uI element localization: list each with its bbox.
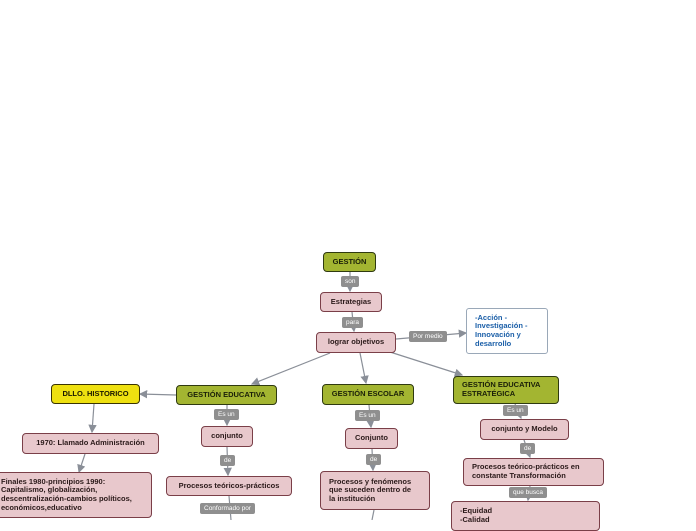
link-lograr-estrategica: [389, 351, 464, 377]
node-equidad-calidad[interactable]: -Equidad -Calidad: [451, 501, 600, 531]
link-label-de-escolar: de: [366, 454, 382, 465]
link-label-es-un-escolar: Es un: [355, 410, 380, 421]
link-label-es-un-estrategica: Es un: [503, 405, 528, 416]
node-gestion[interactable]: GESTIÓN: [323, 252, 376, 272]
link-label-que-busca: que busca: [509, 487, 547, 498]
link-historico-1970: [88, 403, 97, 434]
link-label-de-estrategica: de: [520, 443, 536, 454]
link-lograr-educativa: [250, 352, 331, 386]
node-gestion-educativa[interactable]: GESTIÓN EDUCATIVA: [176, 385, 277, 405]
link-label-por-medio: Por medio: [409, 331, 447, 342]
node-finales-1980[interactable]: Finales 1980-principios 1990: Capitalism…: [0, 472, 152, 518]
node-dllo-historico[interactable]: DLLO. HISTORICO: [51, 384, 140, 404]
node-gestion-escolar[interactable]: GESTIÓN ESCOLAR: [322, 384, 414, 405]
node-procesos-fenomenos[interactable]: Procesos y fenómenos que suceden dentro …: [320, 471, 430, 510]
node-procesos-transformacion[interactable]: Procesos teórico-prácticos en constante …: [463, 458, 604, 486]
node-conjunto-modelo[interactable]: conjunto y Modelo: [480, 419, 569, 440]
node-conjunto-escolar[interactable]: Conjunto: [345, 428, 398, 449]
link-label-conformado-por: Conformado por: [200, 503, 255, 514]
link-label-para: para: [342, 317, 364, 328]
node-lograr-objetivos[interactable]: lograr objetivos: [316, 332, 396, 353]
link-fenomenos-down: [371, 509, 375, 520]
link-label-de-educativa: de: [220, 455, 236, 466]
link-label-es-un-educativa: Es un: [214, 409, 239, 420]
link-lograr-escolar: [359, 352, 369, 385]
node-gestion-estrategica[interactable]: GESTIÓN EDUCATIVA ESTRATÉGICA: [453, 376, 559, 404]
node-procesos-teoricos[interactable]: Procesos teóricos-prácticos: [166, 476, 292, 496]
node-acciones[interactable]: -Acción - Investigación - Innovación y d…: [466, 308, 548, 354]
node-1970-administracion[interactable]: 1970: Llamado Administración: [22, 433, 159, 454]
link-label-son: son: [341, 276, 360, 287]
link-educativa-historico: [138, 390, 177, 399]
link-1970-finales: [77, 453, 86, 474]
node-conjunto-educativa[interactable]: conjunto: [201, 426, 253, 447]
node-estrategias[interactable]: Estrategias: [320, 292, 382, 312]
